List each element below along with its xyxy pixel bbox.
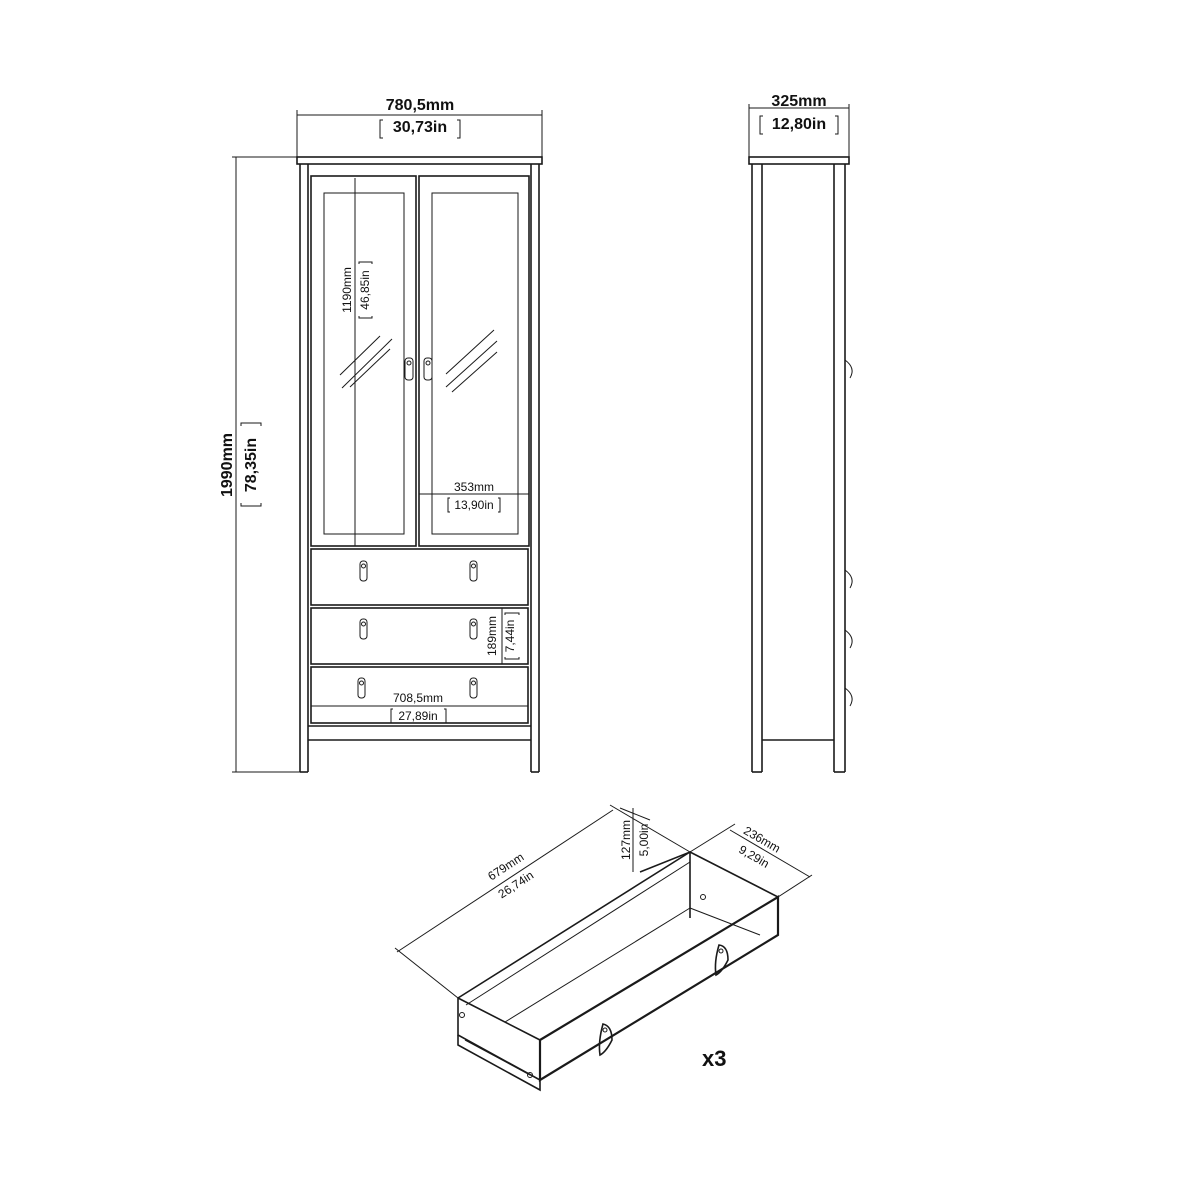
- drawer-2: [310, 607, 529, 665]
- drawer-3: [310, 666, 529, 724]
- door-handle-icon: [404, 357, 433, 381]
- side-handle-icon: [844, 359, 853, 379]
- dim-glass-height: 1190mm 46,85in: [340, 178, 373, 546]
- dim-glass-height-in: 46,85in: [358, 270, 372, 309]
- left-glass-door: [310, 175, 417, 547]
- dim-height-in: 78,35in: [243, 438, 260, 492]
- dim-door-width-in: 13,90in: [454, 498, 493, 512]
- dim-depth-in: 12,80in: [772, 116, 826, 133]
- dim-door-width-mm: 353mm: [454, 480, 494, 494]
- drawer-quantity: x3: [702, 1046, 726, 1071]
- side-top-board: [748, 156, 850, 165]
- dim-width-in: 30,73in: [393, 119, 447, 136]
- dim-width-mm: 780,5mm: [386, 97, 455, 114]
- dim-door-width: 353mm 13,90in: [418, 480, 530, 513]
- front-view: 780,5mm 30,73in 1990mm 78,35in 1190mm 46…: [219, 97, 543, 773]
- dim-depth: 325mm 12,80in: [748, 93, 850, 157]
- drawer-isometric: 679mm 26,74in 127mm 5,00in 236mm 9,29in …: [394, 804, 813, 1092]
- drawer-handle-icon: [598, 944, 729, 1057]
- dim-drawer-height-mm: 127mm: [619, 820, 633, 860]
- dim-height-mm: 1990mm: [219, 433, 236, 497]
- dim-drawer-height-in: 7,44in: [503, 620, 517, 653]
- dim-inner-width: 708,5mm 27,89in: [311, 691, 528, 724]
- drawer-1: [310, 548, 529, 606]
- dim-depth-mm: 325mm: [771, 93, 826, 110]
- dim-drawer-height-in: 5,00in: [637, 824, 651, 857]
- dim-overall-height: 1990mm 78,35in: [219, 156, 300, 773]
- dim-drawer-height-mm: 189mm: [485, 616, 499, 656]
- side-view: 325mm 12,80in: [748, 93, 853, 773]
- right-glass-door: [418, 175, 530, 547]
- dim-drawer-height: 127mm 5,00in: [619, 807, 651, 872]
- top-board: [296, 156, 543, 165]
- dim-inner-width-in: 27,89in: [398, 709, 437, 723]
- dim-inner-width-mm: 708,5mm: [393, 691, 443, 705]
- dim-glass-height-mm: 1190mm: [340, 267, 354, 313]
- dim-drawer-depth: 236mm 9,29in: [689, 823, 813, 898]
- dim-overall-width: 780,5mm 30,73in: [296, 97, 543, 157]
- dim-drawer-height: 189mm 7,44in: [485, 607, 528, 665]
